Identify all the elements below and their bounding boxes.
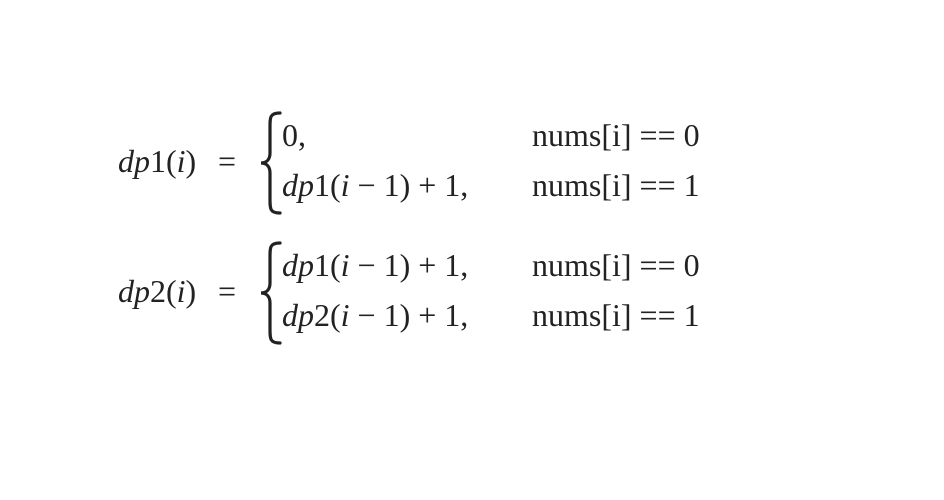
equals-sign: =	[218, 143, 237, 179]
case-condition: nums[i] == 0	[532, 247, 700, 283]
lhs-open-paren: (	[166, 143, 177, 179]
left-brace-icon	[260, 241, 282, 345]
case-condition: nums[i] == 0	[532, 117, 700, 153]
case-value-open-paren: (	[330, 167, 341, 203]
case-value-index: 2	[314, 297, 330, 333]
case-value-rest: − 1) + 1,	[349, 297, 469, 333]
case-value-rest: − 1) + 1,	[349, 247, 469, 283]
equation-lhs: dp2(i)	[118, 275, 196, 307]
lhs-variable: i	[176, 273, 186, 309]
lhs-variable: i	[176, 143, 186, 179]
case-value-rest: − 1) + 1,	[349, 167, 469, 203]
lhs-index: 1	[150, 143, 166, 179]
case-value-index: 1	[314, 247, 330, 283]
case-value-open-paren: (	[330, 247, 341, 283]
lhs-index: 2	[150, 273, 166, 309]
case-value-function: dp	[282, 167, 314, 203]
case-value-variable: i	[340, 297, 350, 333]
equation-dp1: dp1(i) = 0, nums[i] == 0 dp1(i − 1) + 1,…	[0, 107, 944, 217]
case-value-function: dp	[282, 297, 314, 333]
case-value-variable: i	[340, 247, 350, 283]
left-brace-icon	[260, 111, 282, 215]
equation-lhs: dp1(i)	[118, 145, 196, 177]
equation-dp2: dp2(i) = dp1(i − 1) + 1, nums[i] == 0 dp…	[0, 237, 944, 347]
case-value-variable: i	[340, 167, 350, 203]
lhs-function: dp	[118, 273, 150, 309]
case-value: dp2(i − 1) + 1,	[282, 299, 468, 331]
case-value: 0,	[282, 119, 306, 151]
case-value-open-paren: (	[330, 297, 341, 333]
case-value: dp1(i − 1) + 1,	[282, 169, 468, 201]
equals-sign: =	[218, 273, 237, 309]
case-value-index: 1	[314, 167, 330, 203]
lhs-function: dp	[118, 143, 150, 179]
lhs-open-paren: (	[166, 273, 177, 309]
case-value-text: 0,	[282, 117, 306, 153]
lhs-close-paren: )	[185, 143, 197, 179]
case-value: dp1(i − 1) + 1,	[282, 249, 468, 281]
case-condition: nums[i] == 1	[532, 297, 700, 333]
lhs-close-paren: )	[185, 273, 197, 309]
case-condition: nums[i] == 1	[532, 167, 700, 203]
case-value-function: dp	[282, 247, 314, 283]
